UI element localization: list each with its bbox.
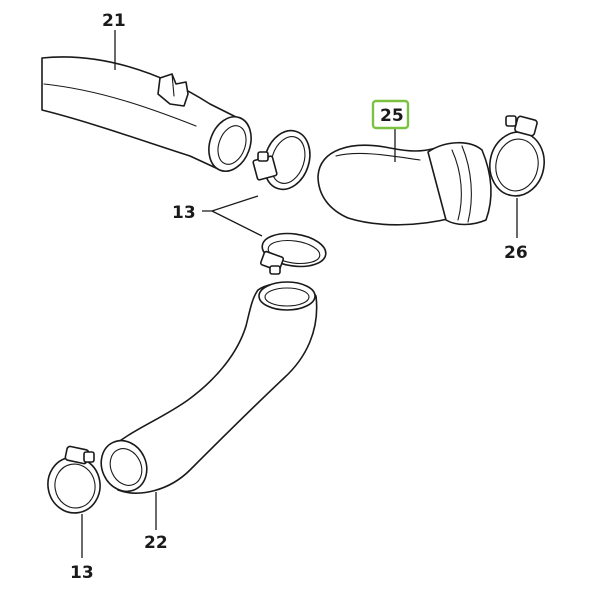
part-21-intake-pipe[interactable] bbox=[41, 56, 258, 177]
callout-21: 21 bbox=[102, 11, 126, 31]
callout-26: 26 bbox=[504, 243, 528, 263]
callout-labels: 21 25 13 26 22 13 bbox=[70, 11, 528, 583]
part-13-hose-clamp-upper[interactable] bbox=[252, 125, 317, 196]
callout-25[interactable]: 25 bbox=[380, 106, 404, 126]
callout-22: 22 bbox=[144, 533, 168, 553]
part-13-hose-clamp-middle[interactable] bbox=[259, 230, 328, 275]
part-26-hose-clamp[interactable] bbox=[485, 115, 549, 201]
callout-25-highlight bbox=[371, 99, 410, 130]
part-25-elbow-hose[interactable] bbox=[317, 141, 492, 226]
leader-lines bbox=[81, 30, 518, 558]
part-22-s-hose[interactable] bbox=[93, 281, 318, 499]
callout-13-bottom: 13 bbox=[70, 563, 94, 583]
callout-13-top: 13 bbox=[172, 203, 196, 223]
part-13-hose-clamp-lower[interactable] bbox=[44, 445, 105, 517]
